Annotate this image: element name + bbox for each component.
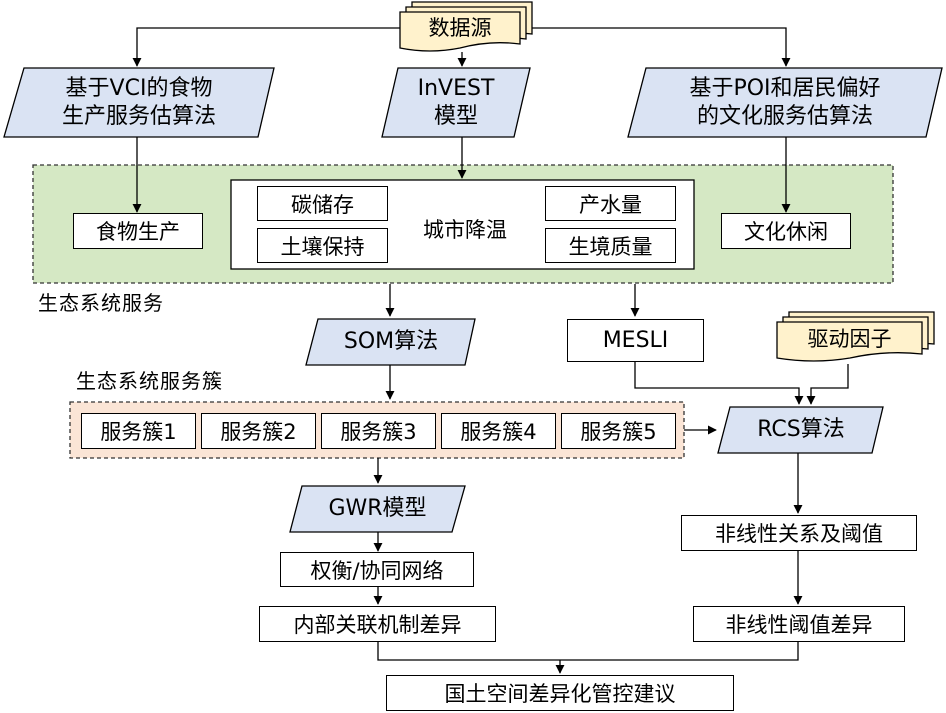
invest-method-line1: InVEST: [417, 76, 495, 101]
culture-method-line2: 的文化服务估算法: [696, 103, 873, 129]
cluster-box-1: 服务簇1: [81, 413, 196, 449]
cluster-box-2: 服务簇2: [201, 413, 316, 449]
water-yield-box: 产水量: [545, 186, 676, 221]
gwr-shape: [289, 485, 466, 533]
som-shape: [305, 318, 476, 366]
ecosystem-services-label: 生态系统服务: [38, 291, 164, 315]
food-method-line1: 基于VCI的食物: [65, 76, 213, 101]
invest-method-line2: 模型: [433, 103, 478, 129]
internal-mechanism-diff-box: 内部关联机制差异: [259, 606, 496, 642]
mesli-box: MESLI: [567, 319, 704, 362]
cluster-box-4: 服务簇4: [441, 413, 556, 449]
culture-method-shape: [627, 67, 943, 138]
carbon-storage-box: 碳储存: [257, 186, 388, 221]
food-method-shape: [3, 67, 275, 138]
invest-method-shape: [381, 67, 531, 138]
data-source-document-shape: [399, 1, 533, 52]
tradeoff-network-box: 权衡/协同网络: [280, 552, 474, 587]
data-source-label: 数据源: [428, 15, 492, 40]
rcs-label: RCS算法: [757, 417, 845, 443]
management-suggestion-box: 国土空间差异化管控建议: [386, 675, 734, 711]
food-production-box: 食物生产: [73, 213, 203, 249]
drivers-label: 驱动因子: [807, 326, 892, 351]
habitat-quality-box: 生境质量: [545, 228, 676, 263]
service-clusters-label: 生态系统服务簇: [76, 369, 223, 393]
nonlinear-threshold-diff-box: 非线性阈值差异: [693, 606, 905, 642]
invest-method-label: InVEST 模型: [390, 68, 522, 137]
food-method-label: 基于VCI的食物 生产服务估算法: [14, 68, 264, 137]
cultural-leisure-box: 文化休闲: [721, 213, 851, 249]
food-method-line2: 生产服务估算法: [61, 103, 216, 129]
nonlinear-threshold-box: 非线性关系及阈值: [681, 515, 917, 551]
urban-cooling-label: 城市降温: [423, 217, 507, 242]
drivers-document-shape: [776, 311, 935, 362]
soil-retention-box: 土壤保持: [257, 228, 388, 263]
som-label: SOM算法: [343, 329, 439, 355]
culture-method-label: 基于POI和居民偏好 的文化服务估算法: [637, 68, 933, 137]
cluster-box-5: 服务簇5: [561, 413, 676, 449]
rcs-shape: [717, 406, 884, 454]
cluster-box-3: 服务簇3: [321, 413, 436, 449]
culture-method-line1: 基于POI和居民偏好: [689, 76, 881, 101]
gwr-label: GWR模型: [328, 496, 427, 522]
